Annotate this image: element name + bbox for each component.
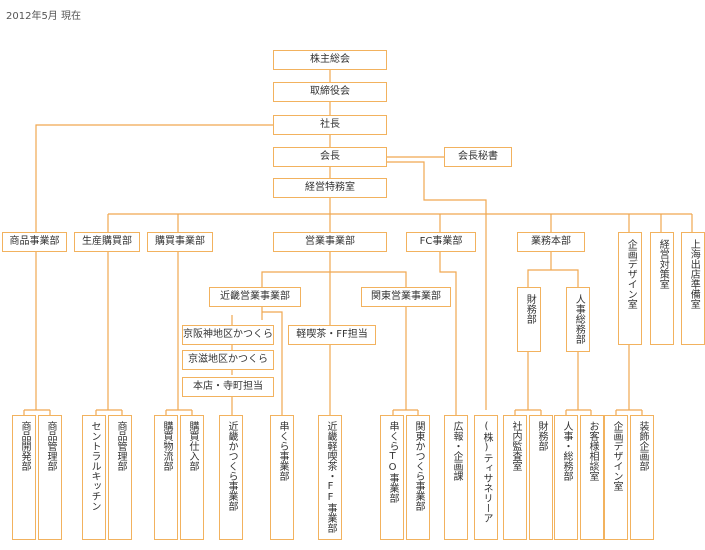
products-division-box: 商品事業部 — [2, 232, 67, 252]
chairman-secretary-box: 会長秘書 — [444, 147, 512, 167]
president-box: 社長 — [273, 115, 387, 135]
bottom-unit: 串くらTO事業部 — [380, 415, 404, 540]
board-box: 取締役会 — [273, 82, 387, 102]
management-planning-box: 経営対策室 — [650, 232, 674, 345]
bottom-unit: (株)ティサネリーア — [474, 415, 498, 540]
keihanshin-katsukura-box: 京阪神地区かつくら — [182, 325, 274, 345]
date-caption: 2012年5月 現在 — [6, 11, 81, 22]
kinki-sales-box: 近畿営業事業部 — [209, 287, 301, 307]
bottom-unit: 近畿軽喫茶・FF事業部 — [318, 415, 342, 540]
planning-design-box: 企画デザイン室 — [618, 232, 642, 345]
bottom-unit: セントラルキッチン — [82, 415, 106, 540]
finance-box: 財務部 — [517, 287, 541, 352]
bottom-unit: 近畿かつくら事業部 — [219, 415, 243, 540]
keikissa-ff-box: 軽喫茶・FF担当 — [288, 325, 376, 345]
purchasing-production-box: 生産購買部 — [74, 232, 140, 252]
management-office-box: 経営特務室 — [273, 178, 387, 198]
sales-division-box: 営業事業部 — [273, 232, 387, 252]
bottom-unit: 広報・企画課 — [444, 415, 468, 540]
bottom-unit: 装飾企画部 — [630, 415, 654, 540]
keiji-katsukura-box: 京滋地区かつくら — [182, 350, 274, 370]
fc-division-box: FC事業部 — [406, 232, 476, 252]
bottom-unit: 社内監査室 — [503, 415, 527, 540]
bottom-unit: 関東かつくら事業部 — [406, 415, 430, 540]
shanghai-prep-box: 上海出店準備室 — [681, 232, 705, 345]
bottom-unit: 財務部 — [529, 415, 553, 540]
bottom-unit: 購買仕入部 — [180, 415, 204, 540]
bottom-unit: 商品管理部 — [38, 415, 62, 540]
bottom-unit: お客様相談室 — [580, 415, 604, 540]
bottom-unit: 企画デザイン室 — [604, 415, 628, 540]
shareholders-meeting-box: 株主総会 — [273, 50, 387, 70]
bottom-unit: 人事・総務部 — [554, 415, 578, 540]
chairman-box: 会長 — [273, 147, 387, 167]
hr-general-box: 人事総務部 — [566, 287, 590, 352]
bottom-unit: 購買物流部 — [154, 415, 178, 540]
purchasing-division-box: 購買事業部 — [147, 232, 213, 252]
business-hq-box: 業務本部 — [517, 232, 585, 252]
bottom-unit: 商品開発部 — [12, 415, 36, 540]
bottom-unit: 商品管理部 — [108, 415, 132, 540]
honten-teramachi-box: 本店・寺町担当 — [182, 377, 274, 397]
bottom-unit: 串くら事業部 — [270, 415, 294, 540]
kanto-sales-box: 関東営業事業部 — [361, 287, 451, 307]
